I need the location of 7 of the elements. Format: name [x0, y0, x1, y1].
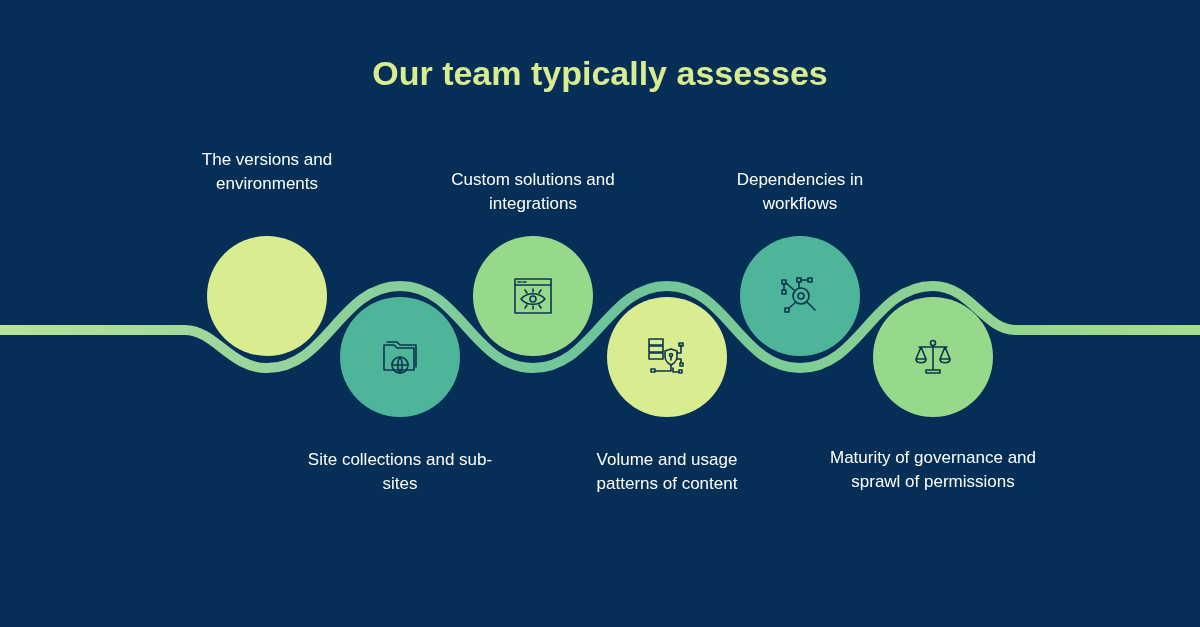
step-label: The versions and environments: [200, 149, 334, 195]
step-label: Volume and usage patterns of content: [595, 449, 739, 495]
step-label: Site collections and sub-sites: [306, 449, 494, 495]
title: Our team typically assesses: [372, 53, 828, 94]
step-label: Maturity of governance and sprawl of permissions: [829, 447, 1037, 493]
step-label: Custom solutions and integrations: [450, 169, 616, 215]
step-label: Dependencies in workflows: [735, 169, 865, 215]
